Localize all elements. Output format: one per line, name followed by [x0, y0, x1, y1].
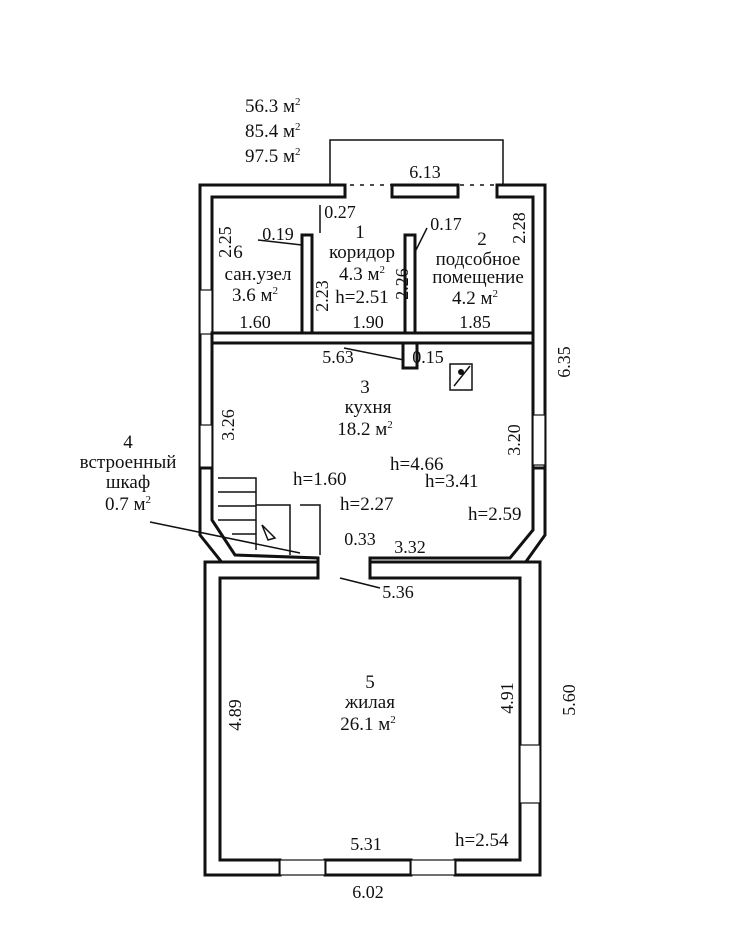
- dim-label: 4.89: [225, 699, 245, 731]
- room-name: жилая: [344, 692, 395, 713]
- room-area: 3.6 м2: [232, 285, 278, 306]
- dim-label: 1.85: [459, 312, 491, 332]
- room-number: 1: [355, 222, 365, 243]
- room-number: 4: [123, 432, 133, 453]
- partition-bath: [300, 233, 314, 335]
- dim-label: 6.02: [352, 882, 384, 902]
- room-area: 4.3 м2: [339, 264, 385, 285]
- dim-label: 0.33: [344, 529, 376, 549]
- staircase: [149, 477, 321, 555]
- room-name: коридор: [329, 242, 395, 263]
- room-number: 5: [365, 672, 375, 693]
- dim-label: 5.60: [559, 684, 579, 716]
- overall-area-text: 97.5 м2: [245, 146, 301, 167]
- dim-label: 5.31: [350, 834, 382, 854]
- room-name: сан.узел: [225, 264, 292, 285]
- front-pier: [390, 183, 460, 199]
- partition-horizontal: [210, 331, 535, 345]
- dim-label: 2.23: [312, 280, 332, 312]
- stove-icon-mark: [453, 365, 471, 387]
- pier-bottom: [323, 858, 413, 877]
- dim-label: 2.25: [215, 226, 235, 258]
- room-number: 2: [477, 229, 487, 250]
- height-label: h=2.27: [340, 494, 393, 515]
- window: [410, 859, 456, 876]
- window: [279, 859, 326, 876]
- dim-label: 3.32: [394, 537, 426, 557]
- room-area: 26.1 м2: [340, 714, 396, 735]
- stove-icon: [449, 363, 473, 391]
- window: [519, 744, 541, 804]
- stove-icon-dot: [458, 369, 464, 375]
- pointer-line: [149, 521, 301, 554]
- dim-label: 5.63: [322, 347, 354, 367]
- room-name: встроенный: [80, 452, 177, 473]
- dim-label: 4.91: [497, 682, 517, 714]
- room-area: 18.2 м2: [337, 419, 393, 440]
- dim-label: 0.27: [324, 202, 356, 222]
- living-area-text: 56.3 м2: [245, 96, 301, 117]
- dim-label: 0.15: [412, 347, 444, 367]
- room-number: 6: [233, 242, 243, 263]
- room-name: помещение: [432, 267, 524, 288]
- room-name: подсобное: [436, 249, 521, 270]
- dim-label: 3.20: [504, 424, 524, 456]
- room-number: 3: [360, 377, 370, 398]
- leader-line: [343, 347, 405, 361]
- height-label: h=1.60: [293, 469, 346, 490]
- dim-label: 6.35: [554, 346, 574, 378]
- porch-outline: [329, 139, 504, 185]
- leader-line: [339, 577, 381, 589]
- window: [199, 289, 213, 335]
- dim-label: 5.36: [382, 582, 414, 602]
- height-label: h=4.66: [390, 454, 443, 475]
- total-area-text: 85.4 м2: [245, 121, 301, 142]
- partition-pier: [401, 341, 419, 370]
- room-area: 4.2 м2: [452, 288, 498, 309]
- dim-label: 1.90: [352, 312, 384, 332]
- height-label: h=2.54: [455, 830, 509, 851]
- dim-label: 3.26: [218, 409, 238, 441]
- leader-line: [415, 227, 428, 251]
- dim-label: 6.13: [409, 162, 441, 182]
- height-label: h=2.59: [468, 504, 521, 525]
- room-name: шкаф: [106, 472, 150, 493]
- dim-label: 0.17: [430, 214, 462, 234]
- dim-label: 2.28: [509, 212, 529, 244]
- room-height: h=2.51: [335, 287, 388, 308]
- height-label: h=3.41: [425, 471, 478, 492]
- partition-utility: [403, 233, 417, 335]
- dim-label: 0.19: [262, 224, 294, 244]
- dim-label: 2.26: [392, 268, 412, 300]
- room-name: кухня: [345, 397, 392, 418]
- leader-line: [257, 239, 303, 246]
- window: [532, 414, 546, 466]
- outer-wall-lower: [203, 560, 320, 877]
- window: [199, 424, 213, 474]
- outer-wall-kitchen-bottom: [198, 466, 320, 572]
- room-area: 0.7 м2: [105, 494, 151, 515]
- dim-label: 1.60: [239, 312, 271, 332]
